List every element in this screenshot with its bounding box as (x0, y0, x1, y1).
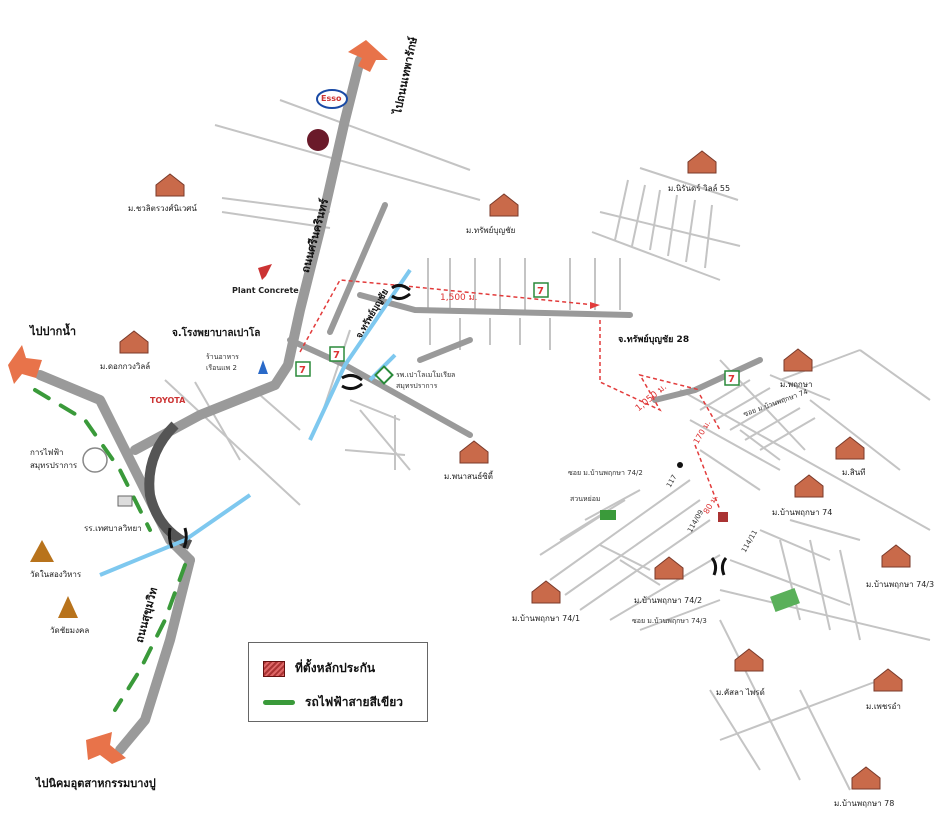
main-roads (35, 55, 365, 755)
label-soi-2: ซอย ม.บ้านพฤกษา 74/3 (632, 617, 707, 625)
legend-location-label: ที่ตั้งหลักประกัน (295, 661, 376, 675)
svg-text:7: 7 (299, 365, 306, 376)
arrow-south-icon (86, 732, 126, 764)
legend-box: ที่ตั้งหลักประกัน รถไฟฟ้าสายสีเขียว (248, 642, 428, 722)
seven-eleven-icons: 7 7 7 7 (295, 282, 740, 386)
village-label: ม.บ้านพฤกษา 74/1 (512, 614, 581, 623)
village-label: ม.พนาสนธ์ซิตี้ (444, 472, 493, 481)
flyover-curve (144, 421, 193, 550)
school-icon (117, 495, 133, 507)
label-junction-sap-bunchai-28: จ.ทรัพย์บุญชัย 28 (618, 335, 690, 345)
village-label: ม.พฤกษา (780, 380, 813, 389)
arrow-west-icon (8, 345, 42, 384)
label-to-bangpoo: ไปนิคมอุตสาหกรรมบางปู (36, 777, 156, 790)
village-label: ม.ทรัพย์บุญชัย (466, 226, 516, 235)
collateral-swatch-icon (263, 660, 285, 677)
point-marker-icon (677, 462, 683, 468)
direction-arrows (8, 40, 388, 764)
arrow-north-icon (348, 40, 388, 72)
village-label: ม.บ้านพฤกษา 74/3 (866, 580, 935, 589)
svg-text:7: 7 (537, 286, 544, 297)
label-distance-1500: 1,500 ม. (440, 293, 478, 303)
village-label: ม.ดอกกวงวิลล์ (100, 362, 151, 371)
village-label: ม.สินที (842, 468, 866, 477)
temple-2-icon (58, 596, 78, 618)
label-hospital: รพ.เปาโลเมโมเรียล สมุทรปราการ (396, 371, 456, 390)
label-junction-hospital: จ.โรงพยาบาลเปาโล (172, 328, 261, 339)
legend-location-row: ที่ตั้งหลักประกัน (263, 659, 375, 678)
bank-logo-icon (307, 129, 329, 151)
bts-line (33, 388, 187, 712)
hospital-icon (374, 365, 394, 385)
village-label: ม.เพชรอำ (866, 702, 901, 711)
bts-line-swatch-icon (263, 700, 295, 705)
village-label: ม.ชวลิตรวงศ์นิเวศน์ (128, 204, 197, 213)
plant-logo-icon (258, 264, 272, 280)
label-wat-1: วัดในสองวิหาร (30, 570, 82, 579)
park-2-icon (770, 588, 800, 612)
village-label: ม.บ้านพฤกษา 78 (834, 799, 895, 808)
esso-logo-icon (316, 89, 348, 109)
collateral-marker-icon (718, 512, 728, 522)
village-label: ม.บ้านพฤกษา 74 (772, 508, 833, 517)
label-soi-1: ซอย ม.บ้านพฤกษา 74/2 (568, 469, 643, 477)
label-esso: Esso (321, 94, 342, 103)
minor-roads (164, 99, 931, 791)
restaurant-icon (258, 360, 268, 374)
legend-bts-row: รถไฟฟ้าสายสีเขียว (263, 693, 403, 712)
label-toyota: TOYOTA (150, 396, 186, 405)
village-label: ม.บ้านพฤกษา 74/2 (634, 596, 703, 605)
label-to-pak-nam: ไปปากน้ำ (30, 325, 77, 338)
route-path (299, 279, 721, 511)
park-icon (600, 510, 616, 520)
label-wat-2: วัดชัยมงคล (50, 626, 90, 635)
svg-text:7: 7 (728, 374, 735, 385)
legend-bts-label: รถไฟฟ้าสายสีเขียว (305, 695, 403, 709)
house-icons (119, 150, 911, 790)
label-restaurant: ร้านอาหาร เรือนแพ 2 (206, 353, 239, 372)
label-park: สวนหย่อม (570, 495, 601, 503)
label-school: รร.เทศบาลวิทยา (84, 524, 142, 533)
electric-logo-icon (82, 447, 108, 473)
village-label: ม.คัสลา ไพรด์ (716, 688, 765, 697)
label-electric-authority: การไฟฟ้า สมุทรปราการ (30, 448, 78, 470)
village-label: ม.นิรันดร์ วิลล์ 55 (668, 184, 731, 193)
label-plant-concrete: Plant Concrete (232, 286, 299, 295)
svg-text:7: 7 (333, 350, 340, 361)
bridges (167, 283, 728, 576)
temple-1-icon (30, 540, 54, 562)
